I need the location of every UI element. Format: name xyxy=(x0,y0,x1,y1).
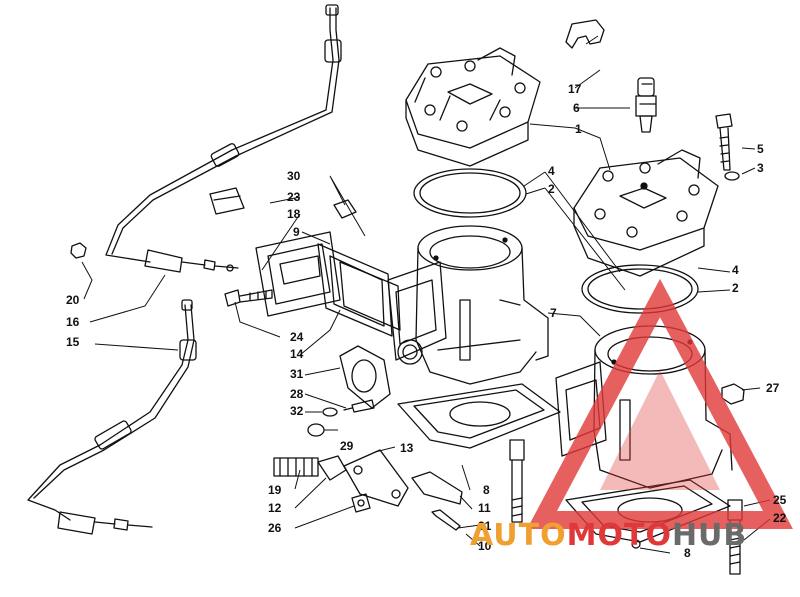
label-10: 10 xyxy=(478,539,492,553)
cylinder-head-lower xyxy=(573,149,719,277)
label-11: 11 xyxy=(478,501,491,515)
bolt-24 xyxy=(224,289,273,307)
leader-lines xyxy=(81,35,771,554)
label-13: 13 xyxy=(400,441,414,455)
watermark-text: AUTOMOTOHUB xyxy=(470,518,747,553)
valve-cover-13 xyxy=(343,449,409,507)
washer-32 xyxy=(322,407,338,417)
label-4-lower: 4 xyxy=(732,263,739,277)
label-32: 32 xyxy=(290,404,304,418)
intake-spacer-14 xyxy=(339,261,401,331)
label-2-lower: 2 xyxy=(732,281,739,295)
label-28: 28 xyxy=(290,387,304,401)
label-14: 14 xyxy=(290,347,304,361)
o-ring-lower xyxy=(581,264,699,314)
label-16: 16 xyxy=(66,315,80,329)
o-ring-upper xyxy=(413,168,527,218)
label-9: 9 xyxy=(293,225,300,239)
label-31: 31 xyxy=(290,367,304,381)
label-18: 18 xyxy=(287,207,301,221)
cylinder-center xyxy=(387,225,549,385)
label-4-upper: 4 xyxy=(548,164,555,178)
watermark-hub: HUB xyxy=(672,518,747,553)
label-27: 27 xyxy=(766,381,780,395)
head-bolt xyxy=(715,113,733,171)
plug-cap-clip xyxy=(565,19,605,49)
label-19: 19 xyxy=(268,483,282,497)
washer xyxy=(724,171,740,181)
cylinder-head-upper xyxy=(405,47,541,167)
reed-block xyxy=(209,187,341,317)
throttle-cable-lower xyxy=(27,299,197,535)
label-8-right: 8 xyxy=(684,546,691,560)
label-30: 30 xyxy=(287,169,301,183)
label-26: 26 xyxy=(268,521,282,535)
label-29: 29 xyxy=(340,439,354,453)
label-20: 20 xyxy=(66,293,80,307)
base-gasket-center xyxy=(397,383,561,449)
spring-19 xyxy=(273,457,319,477)
label-7: 7 xyxy=(550,306,557,320)
cable-end-nut-20 xyxy=(70,242,87,259)
throttle-cable-upper xyxy=(105,4,342,273)
label-12: 12 xyxy=(268,501,282,515)
spark-plug xyxy=(635,77,657,133)
label-5: 5 xyxy=(757,142,764,156)
label-17: 17 xyxy=(568,82,582,96)
watermark-moto: MOTO xyxy=(567,518,672,553)
watermark-auto: AUTO xyxy=(470,518,567,553)
label-8-center: 8 xyxy=(483,483,490,497)
label-25: 25 xyxy=(773,493,787,507)
nut-27 xyxy=(721,383,745,405)
gasket-31 xyxy=(339,345,391,409)
label-22: 22 xyxy=(773,511,787,525)
label-21: 21 xyxy=(478,519,492,533)
screw-28 xyxy=(343,399,375,413)
watermark-logo xyxy=(527,278,793,529)
bolt-26 xyxy=(351,493,371,513)
fitting-12 xyxy=(317,455,347,481)
bolt-21 xyxy=(431,509,461,531)
label-23: 23 xyxy=(287,190,301,204)
label-15: 15 xyxy=(66,335,80,349)
label-6: 6 xyxy=(573,101,580,115)
label-1: 1 xyxy=(575,122,582,136)
label-3: 3 xyxy=(757,161,764,175)
valve-11 xyxy=(411,471,463,505)
cylinder-stud-center xyxy=(509,439,525,523)
washer-29 xyxy=(307,423,325,437)
label-2-upper: 2 xyxy=(548,182,555,196)
label-24: 24 xyxy=(290,330,304,344)
